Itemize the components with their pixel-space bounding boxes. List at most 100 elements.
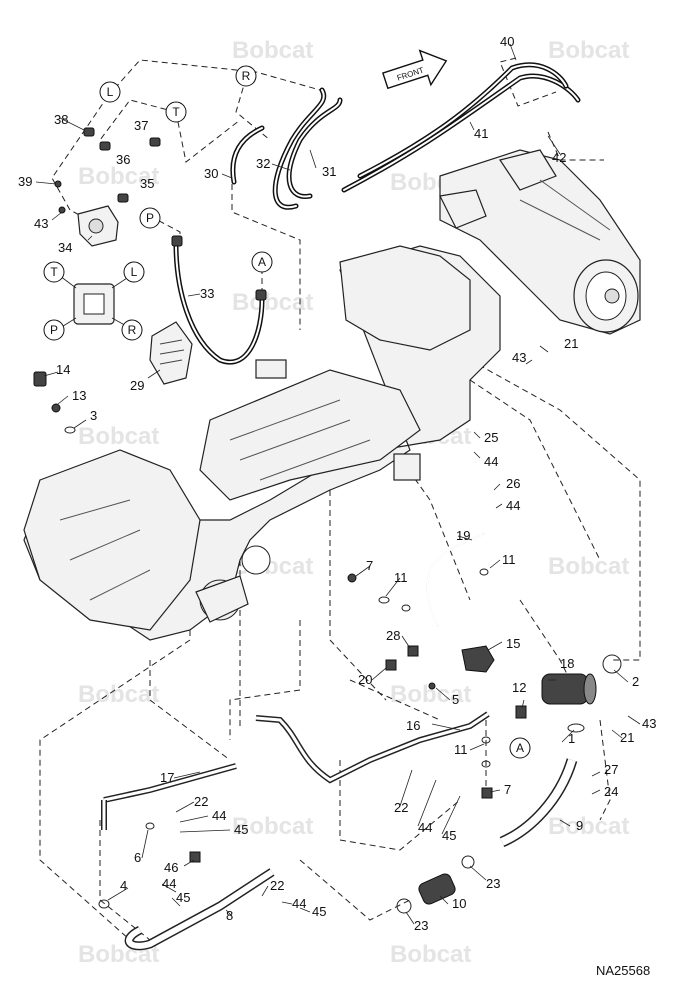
port-marker-L-top: L <box>99 81 121 103</box>
callout-32: 32 <box>256 156 270 171</box>
watermark-text: Bobcat <box>232 813 313 840</box>
diagram-code: NA25568 <box>596 963 650 978</box>
callout-44d: 44 <box>418 820 432 835</box>
svg-text:L: L <box>131 265 138 279</box>
port-marker-R-schematic: R <box>121 319 143 341</box>
leader-lines <box>35 43 641 925</box>
watermark-text: Bobcat <box>78 423 159 450</box>
hose-30 <box>230 125 265 185</box>
callout-7: 7 <box>366 558 373 573</box>
svg-text:P: P <box>146 211 154 225</box>
callout-21: 21 <box>564 336 578 351</box>
callout-21b: 21 <box>620 730 634 745</box>
tube-19 <box>426 533 485 627</box>
tube-16 <box>255 711 490 784</box>
control-valve <box>77 205 119 247</box>
callout-46: 46 <box>164 860 178 875</box>
tube-17 <box>101 763 237 830</box>
svg-text:P: P <box>50 323 58 337</box>
hose-41 <box>341 62 581 193</box>
callout-19: 19 <box>456 528 470 543</box>
port-marker-A-bottom: A <box>509 737 531 759</box>
watermark-text: Bobcat <box>548 813 629 840</box>
filter-18 <box>541 673 597 705</box>
port-marker-R-top: R <box>235 65 257 87</box>
hose-31-32 <box>272 87 343 210</box>
callout-45d: 45 <box>312 904 326 919</box>
callout-31: 31 <box>322 164 336 179</box>
callout-42: 42 <box>552 150 566 165</box>
callout-26: 26 <box>506 476 520 491</box>
callout-44f: 44 <box>292 896 306 911</box>
callout-24: 24 <box>604 784 618 799</box>
callout-28: 28 <box>386 628 400 643</box>
callout-45c: 45 <box>176 890 190 905</box>
hose-33 <box>173 241 265 365</box>
transmission-housing <box>23 245 501 641</box>
svg-text:A: A <box>516 741 524 755</box>
callout-2: 2 <box>632 674 639 689</box>
callout-45b: 45 <box>442 828 456 843</box>
svg-text:R: R <box>242 69 251 83</box>
watermark-text: Bobcat <box>78 163 159 190</box>
tube-9 <box>499 758 578 848</box>
guard-plate <box>149 321 193 385</box>
callout-11c: 11 <box>454 742 468 757</box>
callout-39: 39 <box>18 174 32 189</box>
callout-5: 5 <box>452 692 459 707</box>
svg-text:T: T <box>172 105 180 119</box>
callout-38: 38 <box>54 112 68 127</box>
callout-11: 11 <box>394 570 408 585</box>
front-arrow: FRONT <box>382 49 448 90</box>
hose-10 <box>418 873 456 905</box>
callout-44c: 44 <box>212 808 226 823</box>
callout-23b: 23 <box>414 918 428 933</box>
port-marker-L-schematic: L <box>123 261 145 283</box>
callout-45: 45 <box>234 822 248 837</box>
svg-text:A: A <box>258 255 266 269</box>
watermark-text: Bobcat <box>232 289 313 316</box>
callout-13: 13 <box>72 388 86 403</box>
callout-35: 35 <box>140 176 154 191</box>
callout-40: 40 <box>500 34 514 49</box>
callout-3: 3 <box>90 408 97 423</box>
fittings-top-left <box>54 127 267 301</box>
callout-6: 6 <box>134 850 141 865</box>
callout-36: 36 <box>116 152 130 167</box>
callout-25: 25 <box>484 430 498 445</box>
tube-8 <box>124 868 275 951</box>
callout-7b: 7 <box>504 782 511 797</box>
port-marker-P-schematic: P <box>43 319 65 341</box>
watermark-text: Bobcat <box>232 37 313 64</box>
front-axle-assembly <box>439 149 641 335</box>
callout-22c: 22 <box>270 878 284 893</box>
callout-33: 33 <box>200 286 214 301</box>
callout-29: 29 <box>130 378 144 393</box>
callout-16: 16 <box>406 718 420 733</box>
callout-8: 8 <box>226 908 233 923</box>
callout-44: 44 <box>484 454 498 469</box>
callout-17: 17 <box>160 770 174 785</box>
callout-18: 18 <box>560 656 574 671</box>
sensor-15 <box>461 645 495 673</box>
callout-41: 41 <box>474 126 488 141</box>
callout-4: 4 <box>120 878 127 893</box>
small-parts <box>33 371 622 914</box>
callout-10: 10 <box>452 896 466 911</box>
callout-37: 37 <box>134 118 148 133</box>
callout-12: 12 <box>512 680 526 695</box>
callout-22: 22 <box>194 794 208 809</box>
callout-22b: 22 <box>394 800 408 815</box>
svg-text:L: L <box>107 85 114 99</box>
callout-1: 1 <box>568 731 575 746</box>
port-marker-T-top: T <box>165 101 187 123</box>
watermark-text: Bobcat <box>78 681 159 708</box>
callout-43: 43 <box>34 216 48 231</box>
watermark-text: Bobcat <box>548 553 629 580</box>
callout-23: 23 <box>486 876 500 891</box>
callout-30: 30 <box>204 166 218 181</box>
callout-9: 9 <box>576 818 583 833</box>
callout-43b: 43 <box>512 350 526 365</box>
callout-43c: 43 <box>642 716 656 731</box>
